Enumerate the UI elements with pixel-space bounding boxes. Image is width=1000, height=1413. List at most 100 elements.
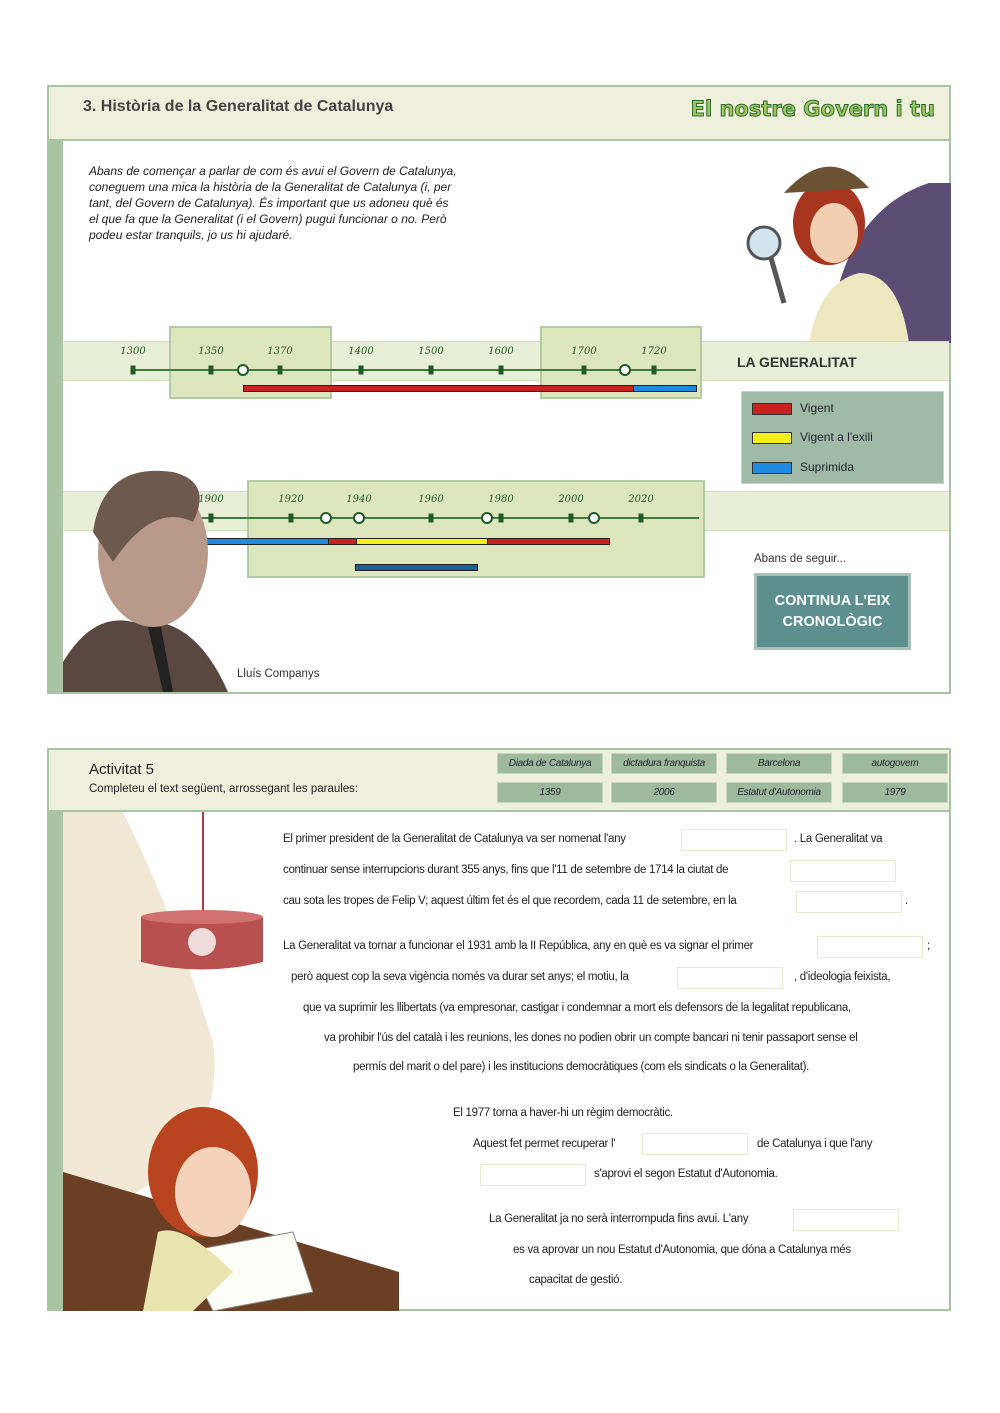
tick-mark [581,365,587,375]
year-label: 1960 [418,494,444,505]
timeline2-highlight [247,480,705,578]
legend-swatch-suprimida [752,462,792,474]
event-marker [588,512,600,524]
tick-mark [638,513,644,523]
history-panel: 3. Història de la Generalitat de Catalun… [47,85,951,694]
word-chip[interactable]: Diada de Catalunya [497,753,603,774]
word-chip[interactable]: Barcelona [726,753,832,774]
tick-mark [428,513,434,523]
tick-mark [498,365,504,375]
year-label: 1350 [198,346,224,357]
drop-target-blank[interactable] [480,1164,586,1186]
word-chip[interactable]: 1979 [842,782,948,803]
tick-mark [288,513,294,523]
year-label: 1940 [346,494,372,505]
activity-text-line: cau sota les tropes de Felip V; aquest ú… [283,895,737,907]
left-stripe [49,812,63,1309]
activity-text-line: Aquest fet permet recuperar l' [473,1138,616,1150]
year-label: 1370 [267,346,293,357]
legend-label-vigent: Vigent [800,401,834,415]
drop-target-blank[interactable] [642,1133,748,1155]
activity-text-line: La Generalitat ja no serà interrompuda f… [489,1213,749,1225]
tick-mark [208,513,214,523]
year-label: 1400 [348,346,374,357]
year-label: 1500 [418,346,444,357]
continue-button-label: CONTINUA L'EIX CRONOLÒGIC [774,592,891,630]
activity-text-line: es va aprovar un nou Estatut d'Autonomia… [513,1244,851,1256]
word-chip[interactable]: dictadura franquista [611,753,717,774]
activity-text-line: . La Generalitat va [794,833,883,845]
year-label: 1720 [641,346,667,357]
left-stripe [49,141,63,692]
tick-mark [428,365,434,375]
bar-vigent-1931-1939 [328,538,357,545]
portrait-caption: Lluís Companys [237,668,320,680]
year-label: 1300 [120,346,146,357]
drop-target-blank[interactable] [793,1209,899,1231]
activity-text-line: El primer president de la Generalitat de… [283,833,626,845]
activity-text-line: . [905,895,908,907]
legend-swatch-exili [752,432,792,444]
drop-target-blank[interactable] [681,829,787,851]
tick-mark [208,365,214,375]
activity-instruction: Completeu el text següent, arrossegant l… [89,783,359,795]
bar-franco-period [355,564,478,571]
drop-target-blank[interactable] [790,860,896,882]
event-marker [353,512,365,524]
year-label: 1980 [488,494,514,505]
timeline-title: LA GENERALITAT [737,354,857,370]
tick-mark [130,365,136,375]
bar-exili-1939-1977 [356,538,488,545]
bar-suprimida-1714 [633,385,697,392]
event-marker [619,364,631,376]
timeline1-axis [133,369,696,371]
tick-mark [277,365,283,375]
intro-text: Abans de començar a parlar de com és avu… [89,164,457,242]
word-chip[interactable]: autogovern [842,753,948,774]
event-marker [320,512,332,524]
word-chip[interactable]: 1359 [497,782,603,803]
activity-panel: Activitat 5 Completeu el text següent, a… [47,748,951,1311]
drop-target-blank[interactable] [796,891,902,913]
activity-text-line: que va suprimir les llibertats (va empre… [303,1002,851,1014]
event-marker [481,512,493,524]
activity-text-line: de Catalunya i que l'any [757,1138,873,1150]
timeline2-axis [189,517,699,519]
activity-text-line: permís del marit o del pare) i les insti… [353,1061,810,1073]
tick-mark [498,513,504,523]
year-label: 2000 [558,494,584,505]
drop-target-blank[interactable] [817,936,923,958]
continue-timeline-button[interactable]: CONTINUA L'EIX CRONOLÒGIC [754,573,911,650]
lluis-companys-portrait [63,470,228,692]
year-label: 1600 [488,346,514,357]
detective-girl-illustration [746,166,951,343]
activity-text-line: , d'ideologia feixista, [794,971,891,983]
activity-text-line: capacitat de gestió. [529,1274,623,1286]
legend-label-suprimida: Suprimida [800,460,855,474]
before-label: Abans de seguir... [754,553,847,565]
activity-text-line: s'aprovi el segon Estatut d'Autonomia. [594,1168,778,1180]
activity-text-line: però aquest cop la seva vigència només v… [291,971,629,983]
legend-label-exili: Vigent a l'exili [800,430,873,444]
legend-swatch-vigent [752,403,792,415]
activity-text-line: va prohibir l'ús del català i les reunio… [324,1032,858,1044]
section-title: 3. Història de la Generalitat de Catalun… [83,98,394,115]
activity-text-line: La Generalitat va tornar a funcionar el … [283,940,754,952]
tick-mark [568,513,574,523]
bar-vigent-1977 [487,538,610,545]
bar-vigent-1359-1714 [243,385,634,392]
tick-mark [358,365,364,375]
history-header: 3. Història de la Generalitat de Catalun… [49,87,949,141]
activity-title: Activitat 5 [89,761,155,778]
activity-text-line: El 1977 torna a haver-hi un règim democr… [453,1107,673,1119]
year-label: 1900 [198,494,224,505]
drop-target-blank[interactable] [677,967,783,989]
year-label: 1700 [571,346,597,357]
activity-text-line: continuar sense interrupcions durant 355… [283,864,729,876]
word-chip[interactable]: 2006 [611,782,717,803]
year-label: 1920 [278,494,304,505]
word-chip[interactable]: Estatut d'Autonomia [726,782,832,803]
legend: Vigent Vigent a l'exili Suprimida [741,391,944,484]
activity-text-line: ; [927,940,930,952]
event-marker [237,364,249,376]
